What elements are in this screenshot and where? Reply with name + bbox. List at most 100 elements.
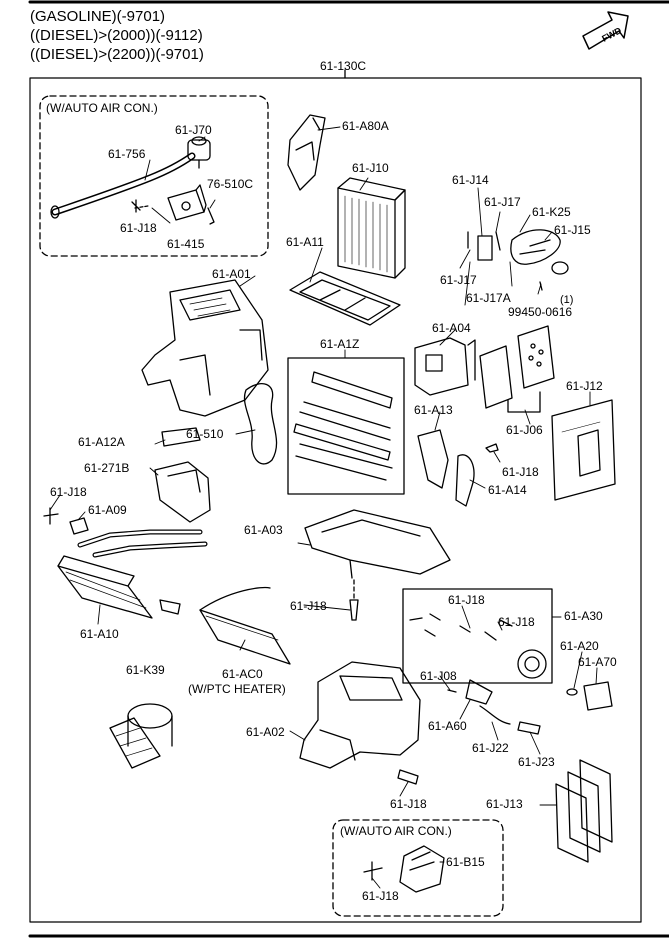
part-label: 61-A11 [286, 235, 324, 249]
motor-assembly-a30 [409, 613, 547, 679]
part-label: 99450-0616 [508, 305, 572, 319]
duct-a80a [287, 114, 326, 191]
module-b15 [399, 845, 445, 893]
filter-tray-a11 [289, 271, 401, 326]
actuator-415 [167, 184, 207, 221]
servo-j08-a60 [447, 679, 493, 705]
link-a13 [417, 429, 449, 489]
screw-j18-c [43, 507, 59, 525]
part-label: 61-J12 [566, 379, 603, 393]
filter-set-j13 [555, 759, 613, 863]
part-label: 61-J18 [448, 593, 485, 607]
screw-j18-e [397, 769, 419, 785]
part-label: 61-J18 [498, 615, 535, 629]
sensor-a70 [583, 681, 613, 711]
clip-510c [207, 207, 215, 225]
part-label: 61-J14 [452, 173, 489, 187]
ptc-label: (W/PTC HEATER) [188, 682, 286, 696]
header-line-2: ((DIESEL)>(2000))(-9112) [30, 27, 203, 44]
filter-pads-j06 [479, 325, 555, 413]
part-label: 61-A10 [80, 627, 119, 641]
screw-j18-a [131, 199, 141, 213]
part-label: 61-A09 [88, 503, 127, 517]
auto-aircon-box-bottom [332, 819, 504, 917]
part-label: 61-A13 [414, 403, 453, 417]
door-assembly-a1z [293, 371, 393, 481]
part-label: 61-J17 [440, 273, 477, 287]
lower-case-a03 [304, 509, 451, 601]
auto-aircon-label-bottom: (W/AUTO AIR CON.) [340, 824, 452, 838]
header-line-3: ((DIESEL)>(2200))(-9701) [30, 46, 204, 63]
leader-lines [49, 126, 598, 889]
part-label: 61-J17 [484, 195, 521, 209]
fwd-arrow-icon [582, 11, 629, 50]
part-label: 61-A04 [432, 321, 471, 335]
a30-box [402, 588, 553, 684]
part-label: 61-A20 [560, 639, 599, 653]
part-label: 76-510C [207, 177, 253, 191]
part-label: 61-271B [84, 461, 129, 475]
screw-j18-f [363, 861, 383, 881]
part-label: 61-J17A [466, 291, 511, 305]
sensor-j70 [187, 136, 211, 169]
auto-aircon-box-top [39, 95, 269, 257]
blend-actuator-a04 [414, 337, 476, 396]
heater-unit-a02 [299, 661, 421, 769]
duct-271b [154, 461, 211, 523]
part-label: 61-J10 [352, 161, 389, 175]
part-label: 61-J18 [120, 221, 157, 235]
screw-j18-b [485, 443, 499, 453]
box-label: 61-130C [320, 59, 366, 73]
part-label: 61-415 [167, 237, 205, 251]
part-label: 61-J70 [175, 123, 212, 137]
part-label: 61-J13 [486, 797, 523, 811]
part-label: 61-A03 [244, 523, 283, 537]
part-label: 61-J18 [50, 485, 87, 499]
part-label: 61-A30 [564, 609, 603, 623]
part-label: 61-A14 [488, 483, 527, 497]
part-label: 61-B15 [446, 855, 485, 869]
part-label: 61-J18 [390, 797, 427, 811]
blower-motor-k39 [109, 703, 173, 769]
part-label: 61-J18 [362, 889, 399, 903]
cabin-filter-j12 [551, 399, 616, 501]
gasket-a12a [161, 427, 201, 447]
part-label: 61-J22 [472, 741, 509, 755]
part-label: 61-J18 [502, 465, 539, 479]
part-label: 61-756 [108, 147, 146, 161]
part-label: 61-K25 [532, 205, 571, 219]
lever-a14 [455, 454, 475, 507]
part-label: 61-A02 [246, 725, 285, 739]
part-label: 61-J18 [290, 599, 327, 613]
harness-j22 [479, 705, 511, 725]
hose-756 [50, 152, 196, 219]
part-label: 61-K39 [126, 663, 165, 677]
screw-j18-d [349, 599, 359, 621]
expansion-valve-cluster [467, 229, 569, 291]
a1z-box [287, 357, 405, 495]
ptc-heater-ac0 [159, 586, 291, 665]
part-label: 61-J15 [554, 223, 591, 237]
part-label: 61-J08 [420, 669, 457, 683]
part-label: 61-A01 [212, 267, 251, 281]
part-label: 61-J06 [506, 423, 543, 437]
part-label: 61-510 [186, 427, 224, 441]
part-label: 61-AC0 [222, 667, 263, 681]
clip-a09 [69, 517, 89, 535]
seal-510 [243, 383, 278, 465]
part-label: 61-A80A [342, 119, 389, 133]
part-label: 61-A12A [78, 435, 125, 449]
part-labels: FWD 61-130C (W/AUTO AIR CON.) (W/AUTO AI… [46, 25, 623, 903]
o-ring-a20 [566, 688, 578, 696]
evaporator-j10 [337, 177, 406, 279]
auto-aircon-label-top: (W/AUTO AIR CON.) [46, 101, 158, 115]
part-label: 61-A60 [428, 719, 467, 733]
part-label: 61-J23 [518, 755, 555, 769]
main-border [29, 77, 642, 923]
part-label: 61-A70 [578, 655, 617, 669]
heater-case-a01 [141, 279, 269, 417]
qty-note: (1) [560, 294, 573, 306]
part-label: 61-A1Z [320, 337, 359, 351]
